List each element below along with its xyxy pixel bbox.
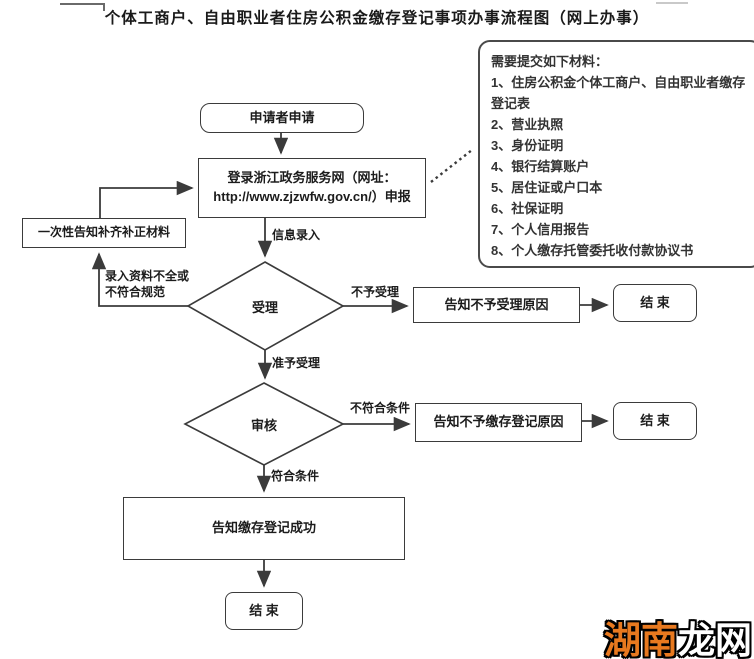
materials-callout-box: 需要提交如下材料： 1、住房公积金个体工商户、自由职业者缴存登记表 2、营业执照…	[478, 40, 754, 268]
edge-label-not-accepted: 不予受理	[351, 285, 400, 299]
notify-not-register-label: 告知不予缴存登记原因	[433, 414, 564, 430]
notify-not-accept-label: 告知不予受理原因	[444, 296, 549, 312]
end-node-2: 结 束	[613, 402, 697, 440]
accept-decision-label: 受理	[251, 299, 278, 315]
page-title: 个体工商户、自由职业者住房公积金缴存登记事项办事流程图（网上办事）	[104, 10, 650, 27]
site-watermark: 湖南龙网	[604, 610, 752, 659]
notify-not-accept-node: 告知不予受理原因	[413, 287, 580, 323]
register-success-label: 告知缴存登记成功	[211, 520, 316, 536]
materials-item: 2、营业执照	[491, 117, 564, 132]
review-decision-diamond	[183, 382, 345, 466]
materials-item: 5、居住证或户口本	[491, 180, 603, 195]
materials-item: 7、个人信用报告	[491, 222, 590, 237]
materials-callout-dashed-line	[430, 149, 473, 183]
login-portal-node: 登录浙江政务服务网（网址： http://www.zjzwfw.gov.cn/）…	[198, 158, 426, 218]
materials-item: 8、个人缴存托管委托收付款协议书	[491, 243, 694, 258]
edge-label-accepted: 准予受理	[272, 356, 321, 370]
edge-label-incomplete-line2: 不符合规范	[105, 285, 166, 300]
end-node-1-label: 结 束	[640, 294, 670, 310]
crop-mark-right	[656, 2, 688, 4]
edge-label-not-qualified: 不符合条件	[350, 401, 411, 415]
edge-label-info-entry: 信息录入	[272, 228, 321, 242]
review-decision-label: 审核	[250, 417, 277, 433]
end-node-1: 结 束	[613, 284, 697, 322]
materials-item: 3、身份证明	[491, 138, 564, 153]
start-node-label: 申请者申请	[249, 109, 315, 125]
watermark-part1: 湖南	[604, 620, 678, 659]
materials-heading: 需要提交如下材料：	[491, 54, 609, 69]
login-portal-line2: http://www.zjzwfw.gov.cn/）申报	[213, 189, 411, 204]
materials-item: 1、住房公积金个体工商户、自由职业者缴存登记表	[491, 75, 746, 111]
notify-fix-materials-node: 一次性告知补齐补正材料	[22, 218, 186, 248]
end-node-2-label: 结 束	[640, 412, 670, 428]
edge-label-incomplete: 录入资料不全或 不符合规范	[105, 268, 189, 300]
watermark-part2: 龙网	[678, 620, 752, 659]
materials-item: 6、社保证明	[491, 201, 564, 216]
accept-decision-diamond	[186, 261, 345, 351]
login-portal-line1: 登录浙江政务服务网（网址：	[227, 170, 397, 186]
notify-fix-materials-label: 一次性告知补齐补正材料	[37, 225, 170, 240]
edge-label-incomplete-line1: 录入资料不全或	[105, 269, 190, 283]
crop-mark-left	[60, 3, 105, 11]
end-node-3: 结 束	[225, 592, 303, 630]
edge-label-qualified: 符合条件	[271, 469, 320, 483]
register-success-node: 告知缴存登记成功	[123, 497, 405, 560]
notify-not-register-node: 告知不予缴存登记原因	[415, 403, 582, 442]
start-node: 申请者申请	[200, 103, 364, 133]
materials-item: 4、银行结算账户	[491, 159, 590, 174]
end-node-3-label: 结 束	[249, 602, 279, 618]
